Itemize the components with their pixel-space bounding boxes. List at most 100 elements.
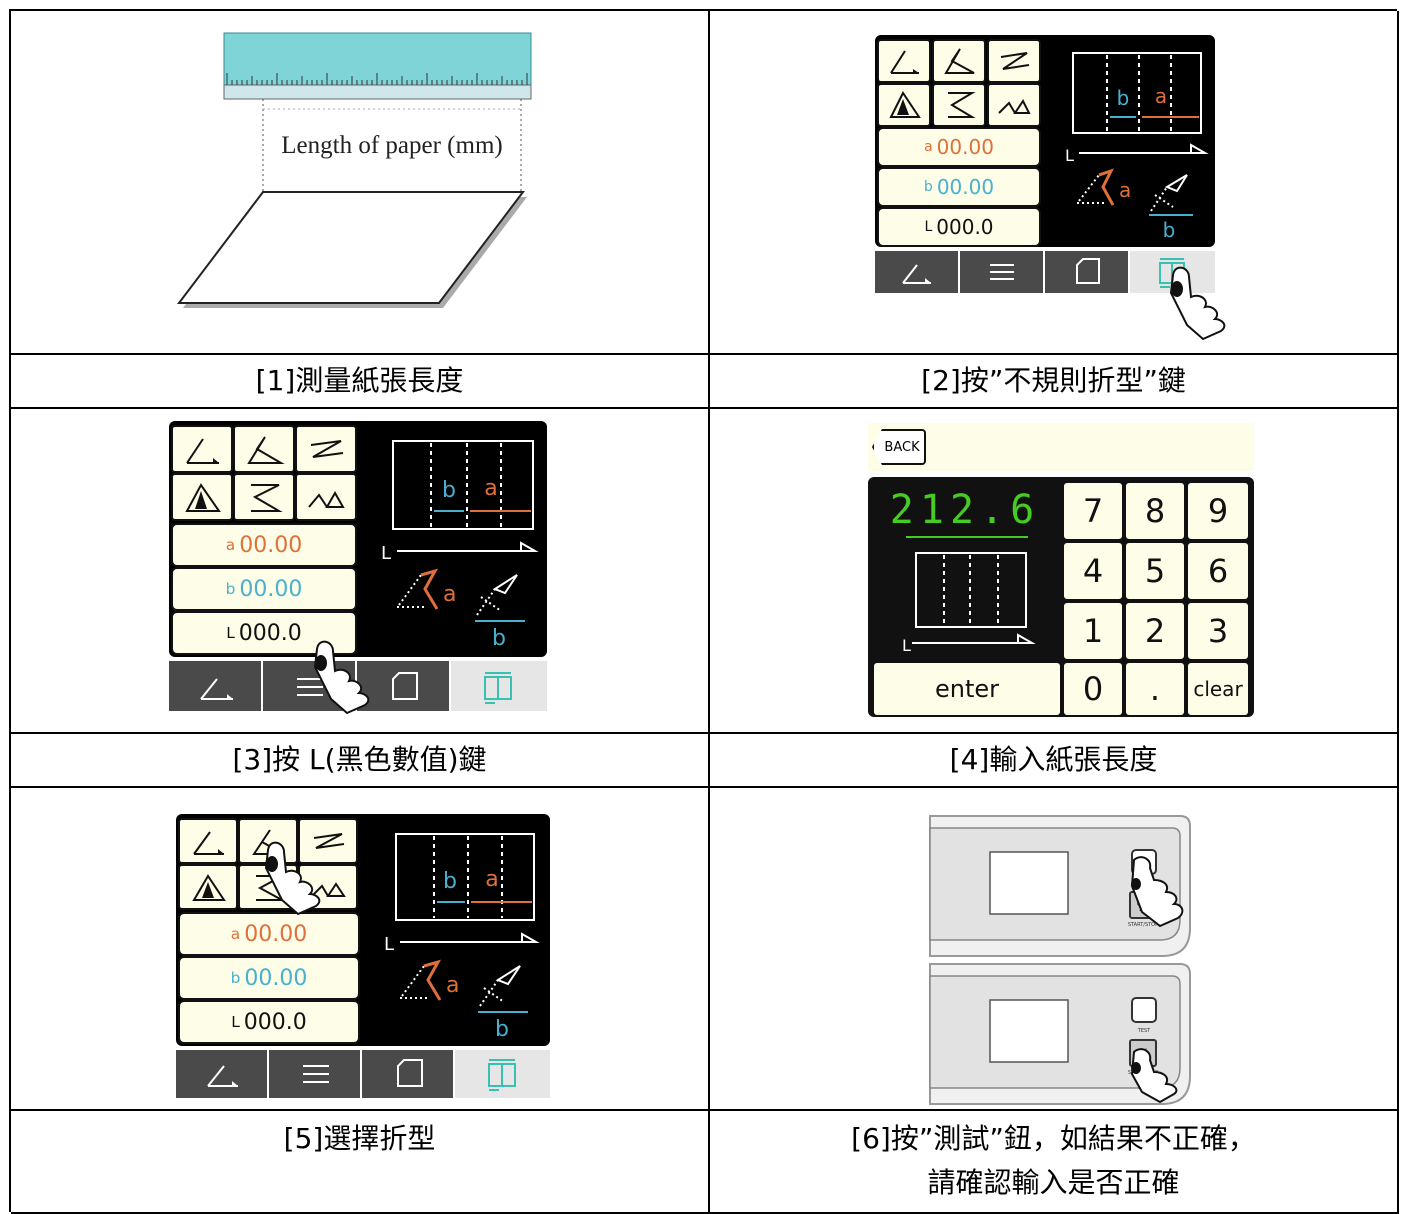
fold-type-button-4[interactable] <box>178 864 238 910</box>
tab-bar <box>176 1050 550 1098</box>
svg-text:b: b <box>1117 86 1130 110</box>
paper-ruler-illustration: Length of paper (mm) <box>176 32 532 308</box>
key-9[interactable]: 9 <box>1186 481 1250 541</box>
fold-type-button-4[interactable] <box>171 473 233 521</box>
svg-text:a: a <box>485 867 498 892</box>
back-button[interactable]: BACK <box>872 429 926 465</box>
svg-text:a: a <box>446 973 459 998</box>
key-3[interactable]: 3 <box>1186 601 1250 661</box>
caption-row-2-left: [3]按 L(黑色數值)鍵 <box>11 734 710 788</box>
test-button[interactable] <box>1131 997 1157 1023</box>
tab-irregular-fold[interactable] <box>455 1050 550 1098</box>
paper-diagram: L <box>902 552 1036 655</box>
step-3-caption: [3]按 L(黑色數值)鍵 <box>232 743 487 776</box>
key-7[interactable]: 7 <box>1062 481 1124 541</box>
hand-pointer-icon <box>313 640 370 715</box>
svg-text:b: b <box>495 1017 509 1042</box>
length-display: 212.6 <box>889 487 1041 533</box>
key-6[interactable]: 6 <box>1186 541 1250 601</box>
svg-text:L: L <box>384 934 394 955</box>
tab-sd-card[interactable] <box>1045 251 1130 293</box>
step-5-caption: [5]選擇折型 <box>283 1122 436 1155</box>
step-2-caption: [2]按”不規則折型”鍵 <box>921 364 1186 397</box>
tab-fold[interactable] <box>169 661 263 711</box>
tab-fold[interactable] <box>176 1050 269 1098</box>
fold-type-button-5[interactable] <box>233 473 295 521</box>
key-0[interactable]: 0 <box>1062 661 1124 717</box>
svg-text:L: L <box>902 636 911 655</box>
fold-type-button-3[interactable] <box>298 818 358 864</box>
device-panel-illustration: TEST % START/STOP TEST % START/STOP <box>929 815 1191 1105</box>
keypad-screen: BACK 212.6 L 7 8 9 4 5 6 1 <box>868 423 1254 717</box>
keypad-display: 212.6 L <box>870 481 1060 657</box>
key-5[interactable]: 5 <box>1124 541 1186 601</box>
step-4-figure: BACK 212.6 L 7 8 9 4 5 6 1 <box>710 409 1399 734</box>
fold-type-button-4[interactable] <box>877 83 931 127</box>
step-6-figure: TEST % START/STOP TEST % START/STOP <box>710 788 1399 1111</box>
svg-text:b: b <box>492 626 506 651</box>
step-6-caption: [6]按”測試”鈕，如結果不正確， <box>851 1122 1256 1155</box>
enter-button[interactable]: enter <box>872 661 1062 717</box>
fold-diagram: b a L a b <box>384 833 540 1042</box>
svg-text:b: b <box>443 869 457 894</box>
paper-sheet <box>176 191 526 304</box>
fold-type-button-6[interactable] <box>295 473 357 521</box>
caption-row-3-right: [6]按”測試”鈕，如結果不正確， 請確認輸入是否正確 <box>710 1111 1399 1214</box>
ruler-label: Length of paper (mm) <box>281 132 502 159</box>
tab-sd-card[interactable] <box>362 1050 455 1098</box>
svg-text:TEST: TEST <box>1137 1028 1151 1034</box>
step-1-caption: [1]測量紙張長度 <box>255 364 464 397</box>
key-2[interactable]: 2 <box>1124 601 1186 661</box>
tab-bar <box>875 251 1215 293</box>
tab-menu[interactable] <box>960 251 1045 293</box>
tab-fold[interactable] <box>875 251 960 293</box>
tab-irregular-fold[interactable] <box>451 661 547 711</box>
hand-pointer-icon <box>1169 266 1226 341</box>
fold-type-button-2[interactable] <box>932 39 986 83</box>
svg-text:L: L <box>381 543 391 564</box>
step-6-caption-line-2: 請確認輸入是否正確 <box>927 1166 1180 1199</box>
fold-type-button-1[interactable] <box>877 39 931 83</box>
fold-type-button-1[interactable] <box>178 818 238 864</box>
hand-pointer-icon <box>264 841 321 916</box>
hand-pointer-icon <box>1130 856 1184 928</box>
clear-button[interactable]: clear <box>1186 661 1250 717</box>
tab-menu[interactable] <box>269 1050 362 1098</box>
fold-type-button-1[interactable] <box>171 425 233 473</box>
svg-text:L: L <box>1065 146 1074 165</box>
svg-text:a: a <box>1119 178 1131 202</box>
tab-sd-card[interactable] <box>357 661 451 711</box>
step-1-figure: Length of paper (mm) <box>11 11 710 355</box>
svg-text:b: b <box>1163 218 1176 242</box>
svg-text:b: b <box>442 478 456 503</box>
fold-diagram: b a L a b <box>381 440 539 651</box>
caption-row-1-right: [2]按”不規則折型”鍵 <box>710 355 1399 409</box>
svg-text:START/STOP: START/STOP <box>1128 922 1158 928</box>
fold-type-button-6[interactable] <box>987 83 1041 127</box>
fold-diagram: b a L a b <box>1065 52 1209 242</box>
key-1[interactable]: 1 <box>1062 601 1124 661</box>
key-4[interactable]: 4 <box>1062 541 1124 601</box>
key-dot[interactable]: . <box>1124 661 1186 717</box>
fold-type-button-3[interactable] <box>987 39 1041 83</box>
display-window <box>989 999 1069 1063</box>
svg-text:a: a <box>1155 84 1167 108</box>
caption-row-3-left: [5]選擇折型 <box>11 1111 710 1214</box>
fold-type-button-2[interactable] <box>233 425 295 473</box>
key-8[interactable]: 8 <box>1124 481 1186 541</box>
fold-type-button-5[interactable] <box>932 83 986 127</box>
fold-type-button-3[interactable] <box>295 425 357 473</box>
step-4-caption: [4]輸入紙張長度 <box>949 743 1158 776</box>
